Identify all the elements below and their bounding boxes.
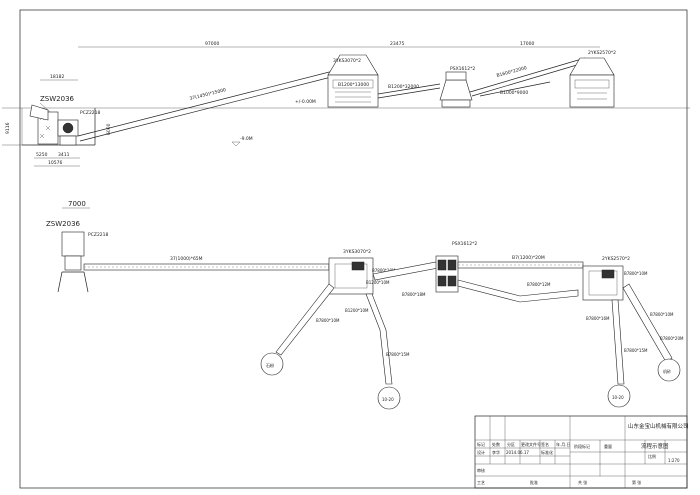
pile-left (260, 352, 284, 376)
sheet-total: 共 张 (578, 479, 587, 485)
title-block: 山东金宝山机械有限公司 流程示意图 阶段标记 重量 比例 1:270 共 张 第… (474, 415, 689, 489)
plan-belt-s1-a: B7800*10M (372, 268, 396, 273)
scale-label: 比例 (648, 453, 656, 459)
plan-screen-2 (582, 265, 624, 301)
crusher-label: PCZ2218 (80, 110, 101, 116)
tb-r2-1: 李华 (492, 449, 500, 455)
plan-belt-right-out-label: B7800*15M (624, 348, 648, 353)
plan-screen1-label: 3YKS3070*2 (343, 249, 371, 255)
drawing-title: 流程示意图 (641, 442, 669, 450)
dim-base1: 5250 (36, 152, 48, 158)
plan-belt-s2-c: B7800*10M (650, 312, 674, 317)
tb-r4-0: 工艺 (477, 480, 485, 485)
scale-value: 1:270 (668, 458, 680, 463)
screen-station-1 (327, 54, 379, 108)
tb-r1-0: 标记 (477, 441, 485, 447)
plan-crusher-label: PCZ2218 (88, 232, 109, 238)
plan-belt-sand-to-s2 (457, 261, 584, 269)
feeder-label: ZSW2036 (40, 95, 75, 103)
plan-belt-main: 37(1000)*65M (170, 256, 203, 262)
tb-r1-3: 更改文件号 (521, 441, 541, 447)
sand-maker-machine (439, 71, 473, 108)
pile-right (657, 358, 681, 382)
plan-belt-s1-c: B1200*10M (345, 308, 369, 313)
pile-right-mid (607, 384, 631, 408)
plan-main-belt (83, 263, 330, 271)
pile-mid-label: 10-20 (382, 397, 394, 402)
stage-mark: 阶段标记 (574, 443, 590, 449)
elevation-view: ZSW2036 PCZ2218 37(1450)*15000 3YKS3070*… (2, 41, 690, 167)
plan-belt-right-down (611, 299, 625, 385)
tb-r2-0: 设计 (477, 449, 485, 455)
screen2-label: 2YKS2570*2 (588, 50, 616, 56)
plan-belt-right-mid: B7800*12M (527, 282, 551, 287)
dim-mid: 23475 (390, 41, 404, 47)
company-name: 山东金宝山机械有限公司 (628, 422, 689, 430)
tb-r1-2: 分区 (507, 441, 515, 447)
plan-dim-width: 7000 (68, 200, 86, 208)
sheet-border (19, 9, 688, 489)
main-incline-belt (77, 67, 348, 142)
plan-belt-far-right (622, 283, 673, 363)
dim-right: 17000 (520, 41, 534, 47)
tb-r1-4: 签名 (541, 441, 549, 447)
dim-total: 97000 (205, 41, 219, 47)
sand-maker-label: PSX1612*2 (450, 66, 475, 72)
plan-belt-s1-d: B7800*18M (402, 292, 426, 297)
plan-screen-1 (328, 257, 374, 295)
plan-sand-maker (435, 255, 459, 293)
belt-c-label: B1200*32000 (388, 84, 419, 90)
plan-belt-top-right: B7(1200)*20M (512, 255, 545, 261)
plan-belt-s2-a: B7800*10M (624, 271, 648, 276)
feeder-machine (29, 104, 59, 145)
tb-r2-2: 2014.06.17 (506, 450, 529, 455)
plan-belt-s2-b: B7800*16M (586, 316, 610, 321)
plan-sand-maker-label: PSX1612*2 (452, 241, 477, 247)
belt-to-screen-2 (469, 57, 588, 97)
plan-return-belt (457, 279, 579, 303)
dim-pit: 6000 (106, 123, 112, 135)
plan-feeder (57, 231, 89, 293)
weight-label: 重量 (604, 443, 612, 449)
belt-d-label: B1000*9000 (500, 90, 528, 96)
pile-mid (377, 386, 401, 410)
sheet-no: 第 张 (632, 479, 641, 485)
plan-belt-mid-out-label: B7800*15M (386, 352, 410, 357)
tb-r1-5: 年.月.日 (556, 441, 571, 447)
tb-r4-2: 批准 (530, 479, 538, 485)
pile-left-label: 石粉 (266, 362, 274, 368)
pile-right-label: 机砂 (663, 368, 671, 374)
tb-r3-0: 审核 (477, 467, 485, 473)
pile-right-mid-label: 10-20 (612, 395, 624, 400)
plan-belt-s2-d: B7800*20M (660, 336, 684, 341)
plan-view: 7000 ZSW2036 PCZ2218 37(1000)*65M 3YKS30… (46, 200, 684, 410)
plan-belt-s1-b: B1200*10M (366, 280, 390, 285)
plan-belt-left-out-label: B7800*10M (316, 318, 340, 323)
tb-r2-3: 标准化 (541, 449, 553, 455)
plan-feeder-label: ZSW2036 (46, 220, 81, 228)
crusher-machine (57, 119, 79, 146)
plan-screen2-label: 2YKS2570*2 (602, 256, 630, 262)
dim-feeder-span: 18182 (50, 74, 64, 80)
dim-height: 9116 (5, 122, 11, 134)
screen-station-2 (569, 57, 615, 108)
dim-base2: 3411 (58, 152, 70, 158)
plan-belt-left-out (275, 283, 335, 356)
belt-e-label: B1600*22000 (496, 65, 528, 79)
level-minus: -9.0M (240, 136, 253, 142)
level-zero: +/-0.00M (295, 99, 316, 105)
tb-r1-1: 处数 (492, 441, 500, 447)
screen1-label: 3YKS3070*2 (333, 58, 361, 64)
plan-belt-mid-out (365, 293, 393, 385)
belt-b-label: B1200*13000 (338, 82, 369, 88)
dim-base3: 10576 (48, 160, 62, 166)
